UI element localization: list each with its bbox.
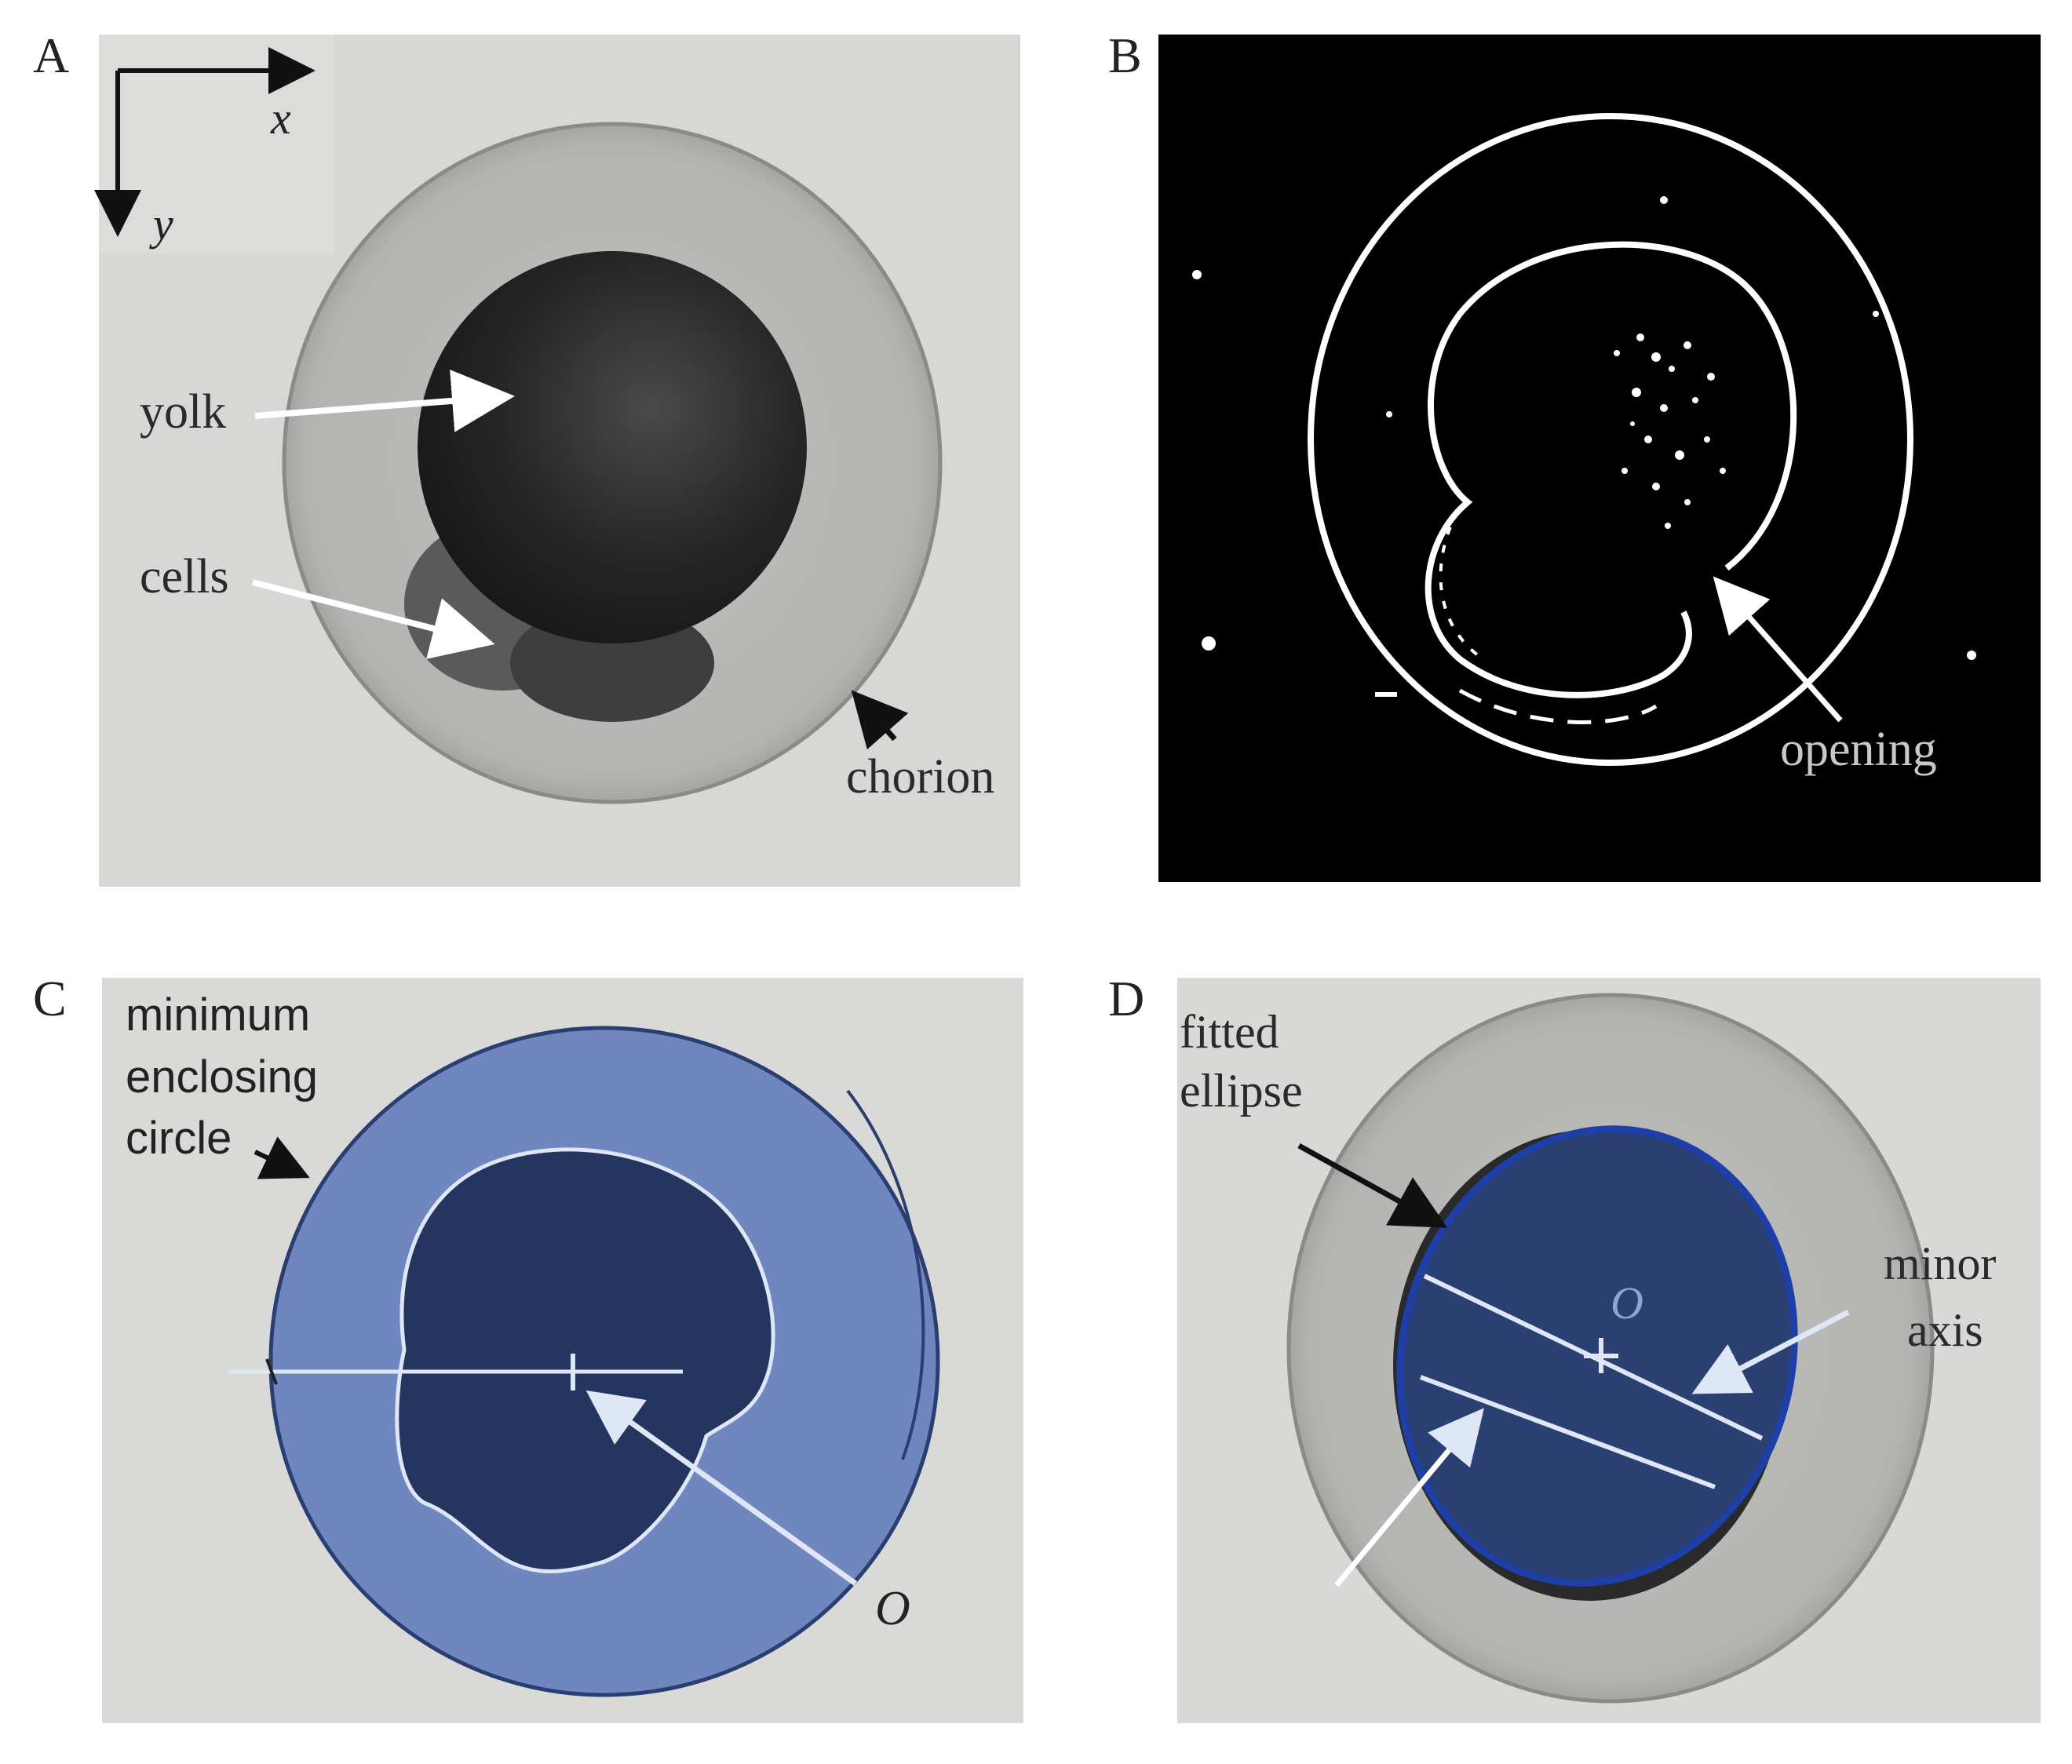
panel-c-letter: C: [33, 971, 67, 1026]
fitted-ellipse-label-line2: ellipse: [1180, 1065, 1303, 1117]
chorion-label: chorion: [846, 750, 994, 804]
chorion-outline-in-circle: [846, 1089, 925, 1460]
yolk-contour: [395, 1147, 775, 1573]
circle-label-line1: minimum: [126, 990, 310, 1041]
panel-c: minimum enclosing circle O: [102, 978, 1023, 1723]
minor-axis-arrow-lower: [1334, 1408, 1484, 1587]
panel-a-inset-patch: [99, 35, 334, 254]
fitted-ellipse-arrow: [1297, 1143, 1448, 1228]
yolk-edge: [1424, 241, 1797, 698]
circle-arrow: [254, 1136, 310, 1179]
fitted-ellipse-label-line1: fitted: [1180, 1006, 1279, 1058]
center-label: O: [875, 1582, 910, 1635]
center-arrow: [585, 1390, 858, 1586]
circle-label-line3: circle: [126, 1113, 232, 1164]
panel-d-letter: D: [1108, 971, 1145, 1026]
chorion-edge: [1308, 113, 1913, 766]
opening-label: opening: [1780, 723, 1937, 776]
minor-axis-label-line2: axis: [1907, 1304, 1983, 1356]
panel-a-letter: A: [33, 27, 70, 83]
minor-axis-label-line1: minor: [1884, 1237, 1996, 1289]
panel-a: x y yolk cells chorion: [94, 35, 1020, 887]
parallel-axis-line: [1419, 1375, 1716, 1489]
yolk-arrow: [254, 369, 515, 432]
chorion-arrow: [851, 690, 909, 750]
speckle-texture: [1192, 196, 1976, 697]
yolk-label: yolk: [140, 385, 226, 439]
panel-d: O fitted ellipse minor axis: [1177, 978, 2041, 1723]
opening-arrow: [1713, 576, 1843, 723]
cells-arrow: [252, 579, 495, 659]
cells-edge-fragments: [1439, 509, 1485, 661]
panel-b: opening: [1158, 35, 2041, 882]
y-axis-label: y: [149, 199, 173, 250]
lower-edge-fragments: [1458, 688, 1658, 724]
circle-label-line2: enclosing: [126, 1051, 318, 1102]
panel-b-background: [1158, 35, 2041, 882]
x-axis-label: x: [270, 93, 291, 144]
cells-label: cells: [140, 550, 229, 603]
axes-indicator: x y: [94, 47, 316, 250]
radius-end-tick: [265, 1358, 278, 1385]
panel-b-letter: B: [1108, 27, 1142, 83]
minor-axis-arrow-upper: [1691, 1309, 1850, 1394]
center-label: O: [1611, 1277, 1643, 1328]
yolk: [418, 251, 807, 643]
